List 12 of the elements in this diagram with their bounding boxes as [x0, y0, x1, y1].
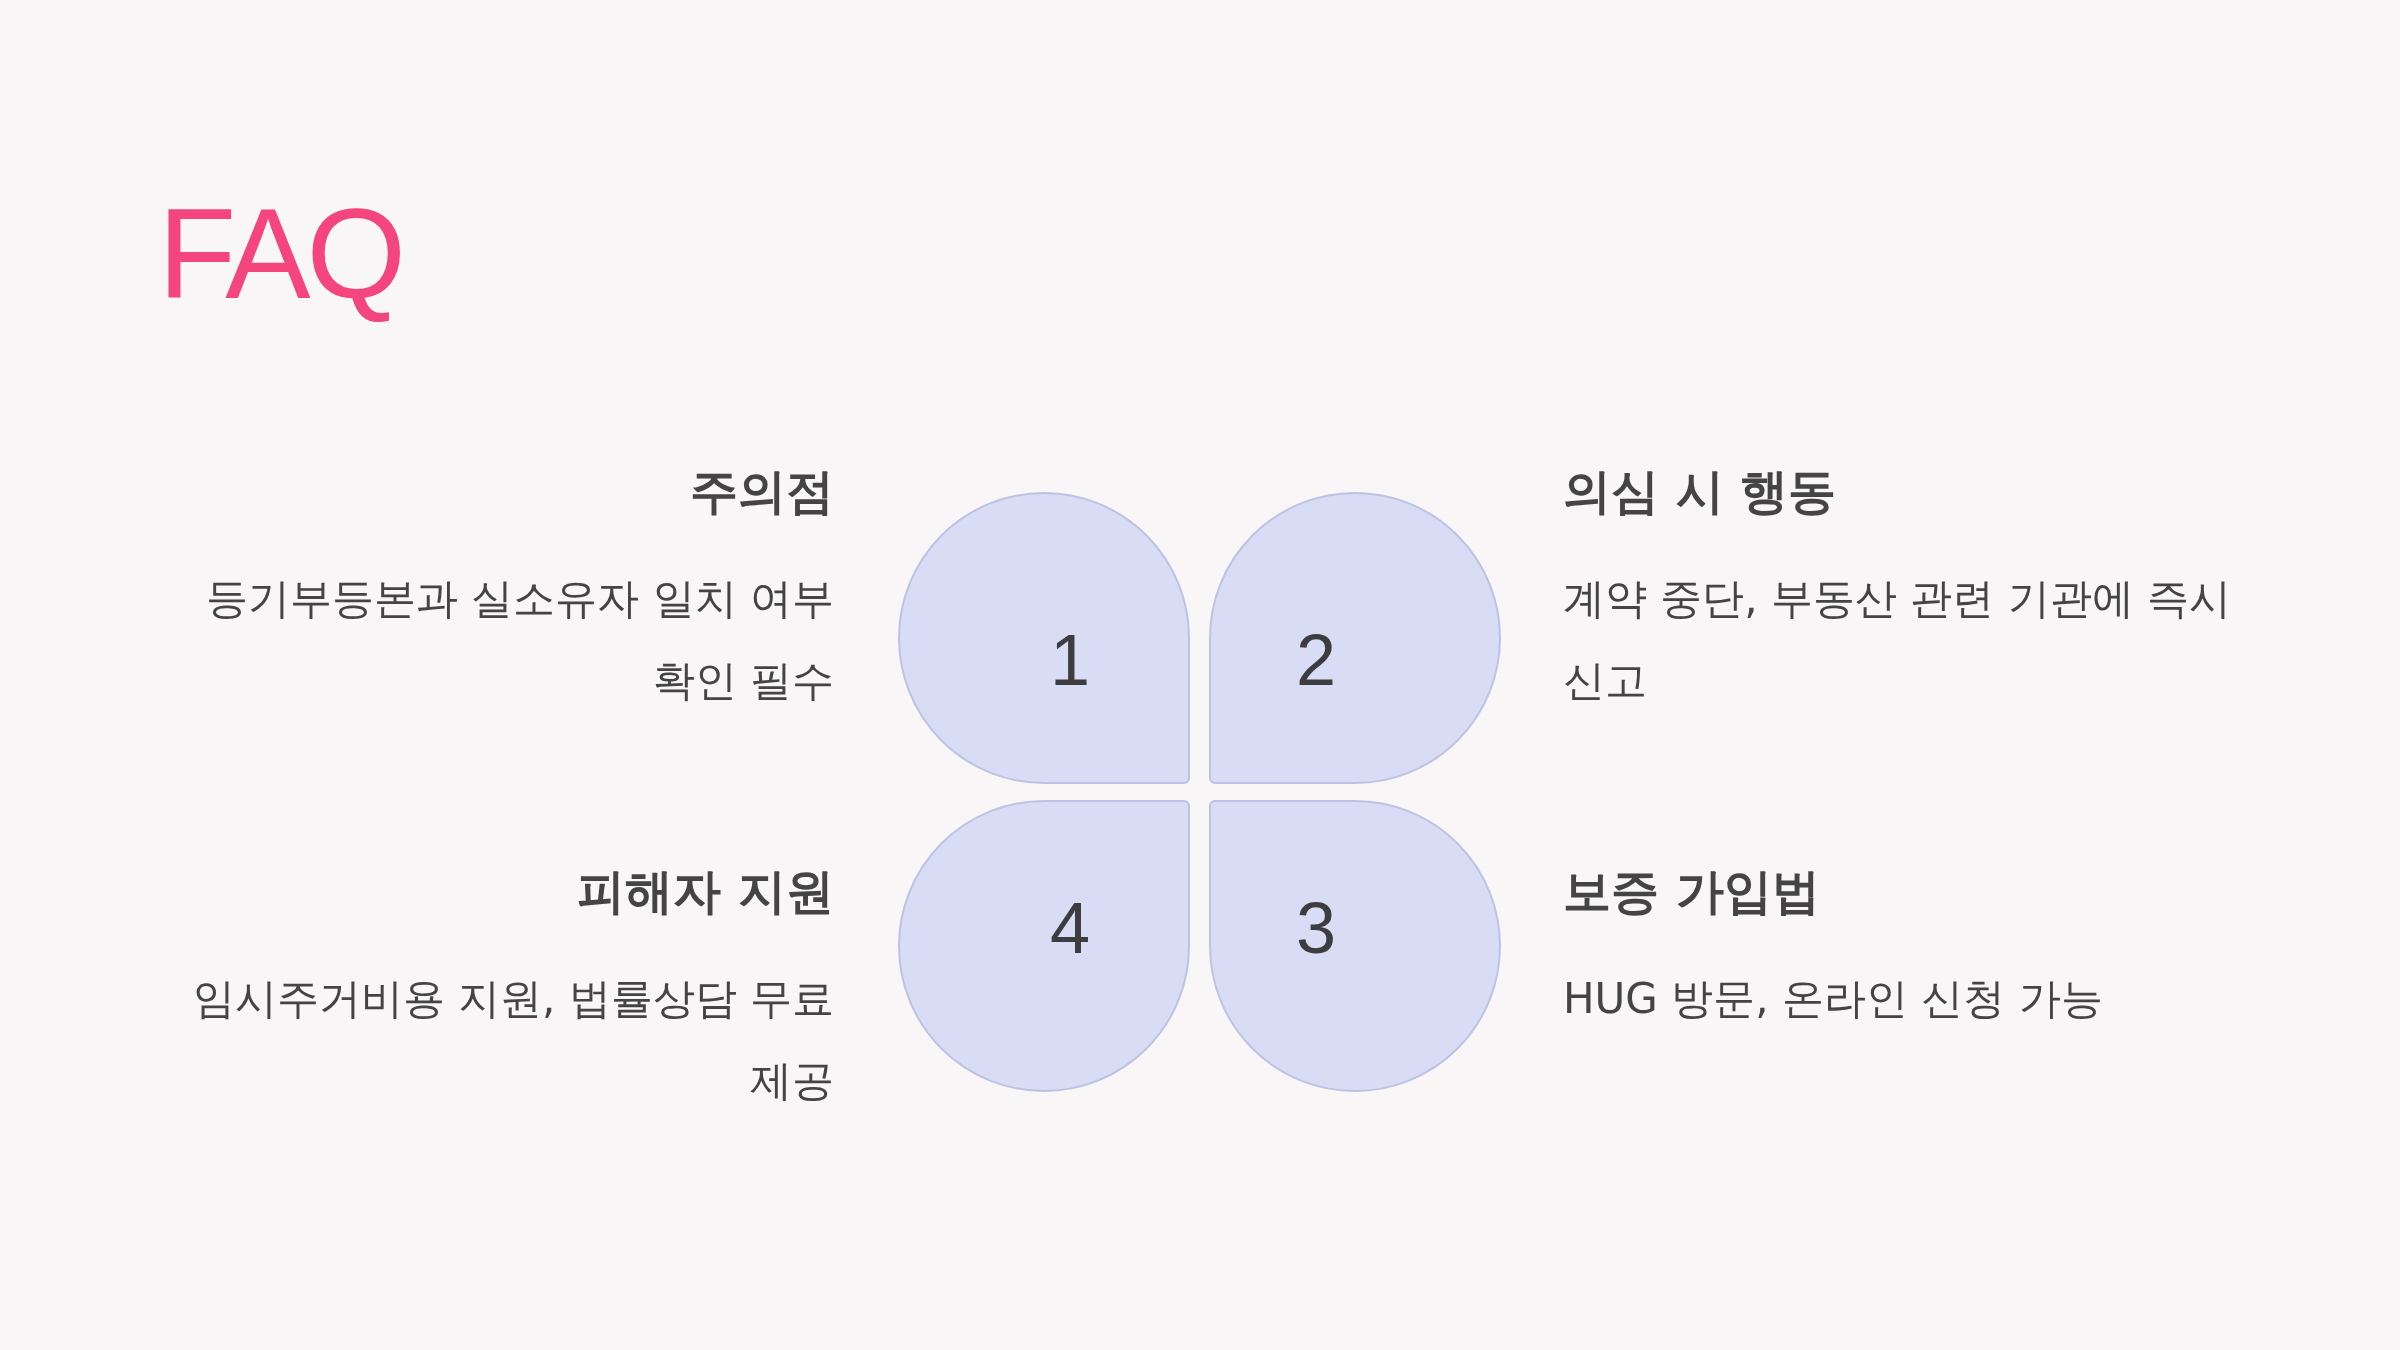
faq-heading: 보증 가입법 — [1563, 863, 1821, 921]
petal-number: 3 — [1296, 892, 1337, 964]
faq-heading: 피해자 지원 — [576, 863, 834, 921]
petal-number: 4 — [1050, 892, 1091, 964]
faq-answer: 계약 중단, 부동산 관련 기관에 즉시 신고 — [1563, 573, 2233, 707]
faq-answer: HUG 방문, 온라인 신청 가능 — [1563, 973, 2104, 1025]
faq-heading: 주의점 — [689, 463, 834, 521]
petal-number: 2 — [1296, 624, 1337, 696]
faq-answer: 임시주거비용 지원, 법률상담 무료 제공 — [191, 973, 834, 1107]
faq-heading: 의심 시 행동 — [1563, 463, 1838, 521]
petal-number: 1 — [1050, 624, 1091, 696]
faq-answer: 등기부등본과 실소유자 일치 여부 확인 필수 — [204, 573, 834, 707]
